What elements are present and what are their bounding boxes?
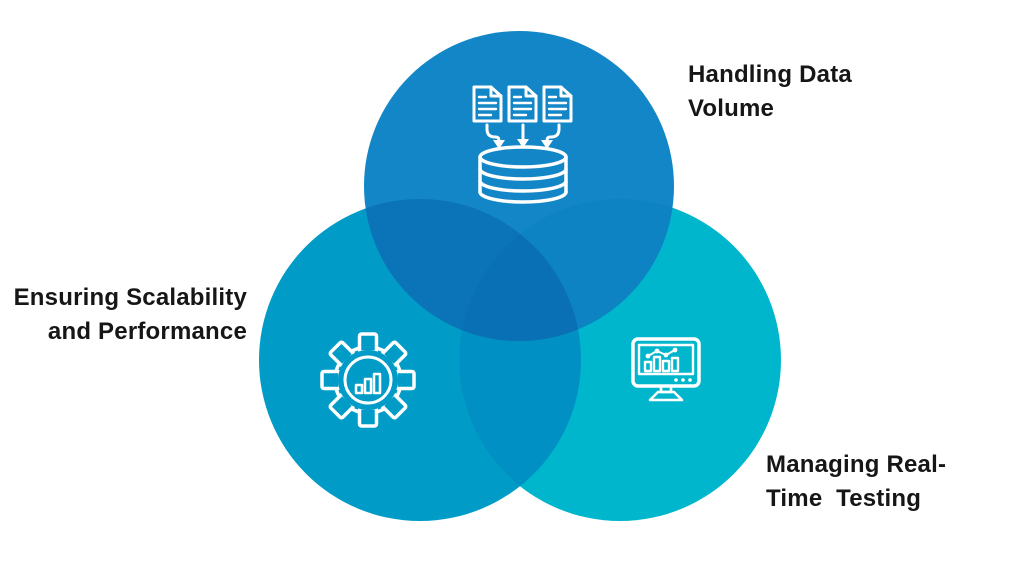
label-ensuring-scalability: Ensuring Scalability and Performance [0,281,247,349]
label-line: Time Testing [766,485,922,512]
label-managing-realtime-testing: Managing Real- Time Testing [766,448,946,516]
label-line: Handling Data [688,61,852,88]
monitor-analytics-icon [631,337,701,402]
overlap-center [459,199,581,341]
gear-bar-chart-icon [320,332,416,428]
label-line: Managing Real- [766,451,947,478]
label-line: and Performance [47,318,247,345]
label-line: Ensuring Scalability [13,284,247,311]
label-line: Volume [688,95,775,122]
documents-to-database-icon [472,85,573,204]
label-handling-data-volume: Handling Data Volume [688,58,852,126]
